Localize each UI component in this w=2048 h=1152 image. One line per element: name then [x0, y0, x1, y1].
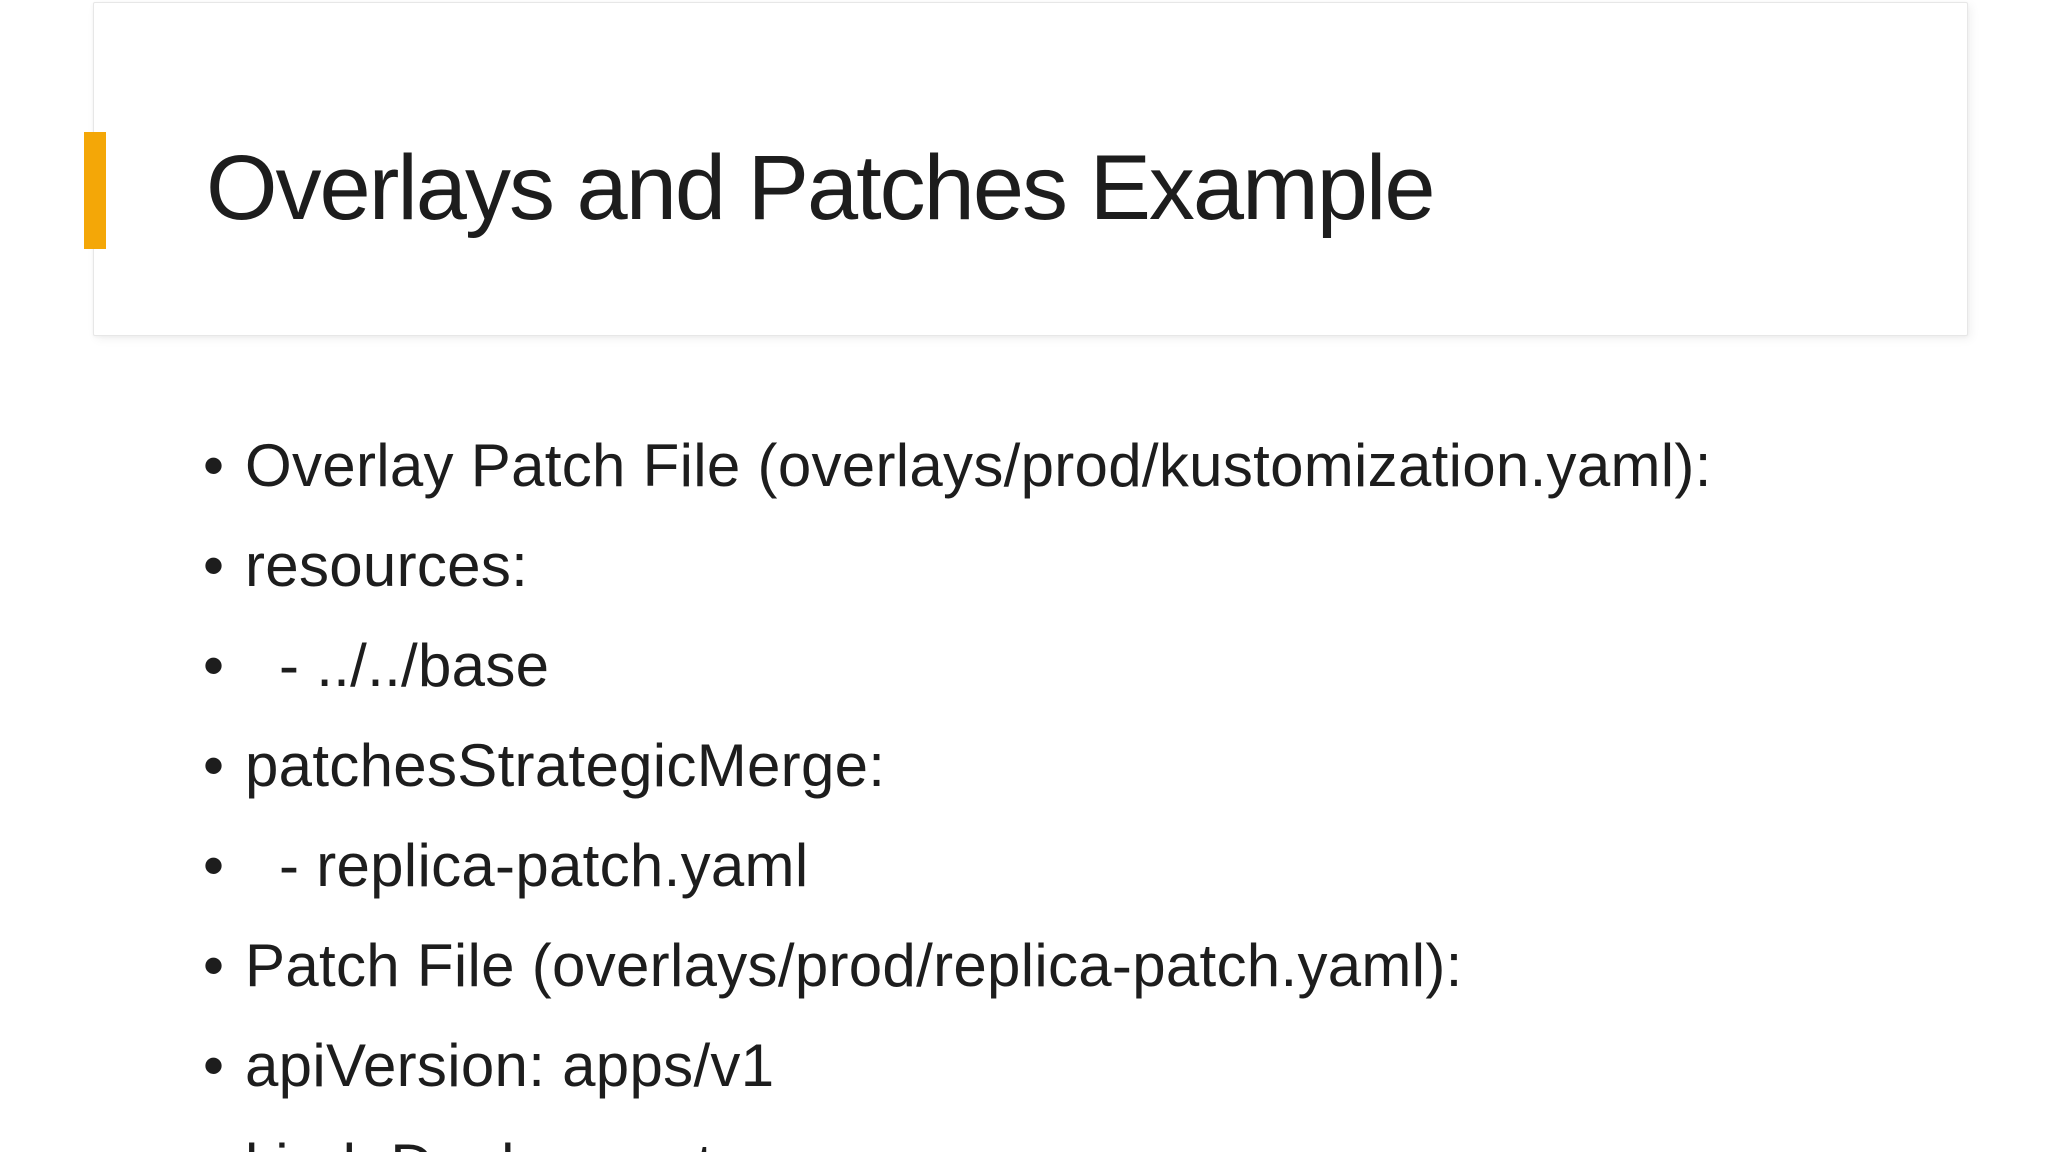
title-card [93, 2, 1968, 336]
bullet-item: • apiVersion: apps/v1 [203, 1016, 1712, 1116]
bullet-item: • Patch File (overlays/prod/replica-patc… [203, 916, 1712, 1016]
bullet-text: apiVersion: apps/v1 [245, 1032, 775, 1099]
bullet-icon: • [203, 1116, 245, 1152]
bullet-text: resources: [245, 532, 529, 599]
bullet-icon: • [203, 432, 225, 499]
bullet-icon: • [203, 932, 225, 999]
bullet-item: • Overlay Patch File (overlays/prod/kust… [203, 416, 1712, 516]
bullet-item: • - replica-patch.yaml [203, 816, 1712, 916]
bullet-icon: • [203, 532, 225, 599]
bullet-text: - replica-patch.yaml [245, 832, 809, 899]
bullet-icon: • [203, 832, 225, 899]
bullet-text: Patch File (overlays/prod/replica-patch.… [245, 932, 1463, 999]
bullet-icon: • [203, 732, 225, 799]
bullet-text: kind: Deployment [245, 1116, 713, 1152]
bullet-item: • - ../../base [203, 616, 1712, 716]
bullet-text: Overlay Patch File (overlays/prod/kustom… [245, 432, 1712, 499]
bullet-list: • Overlay Patch File (overlays/prod/kust… [203, 416, 1712, 1152]
bullet-item: • patchesStrategicMerge: [203, 716, 1712, 816]
bullet-icon: • [203, 1032, 225, 1099]
bullet-item: • resources: [203, 516, 1712, 616]
bullet-icon: • [203, 632, 225, 699]
title-accent-bar [84, 132, 106, 249]
bullet-text: patchesStrategicMerge: [245, 732, 886, 799]
bullet-text: - ../../base [245, 632, 550, 699]
slide-title: Overlays and Patches Example [206, 137, 1436, 239]
bullet-item: • kind: Deployment [203, 1116, 1712, 1152]
